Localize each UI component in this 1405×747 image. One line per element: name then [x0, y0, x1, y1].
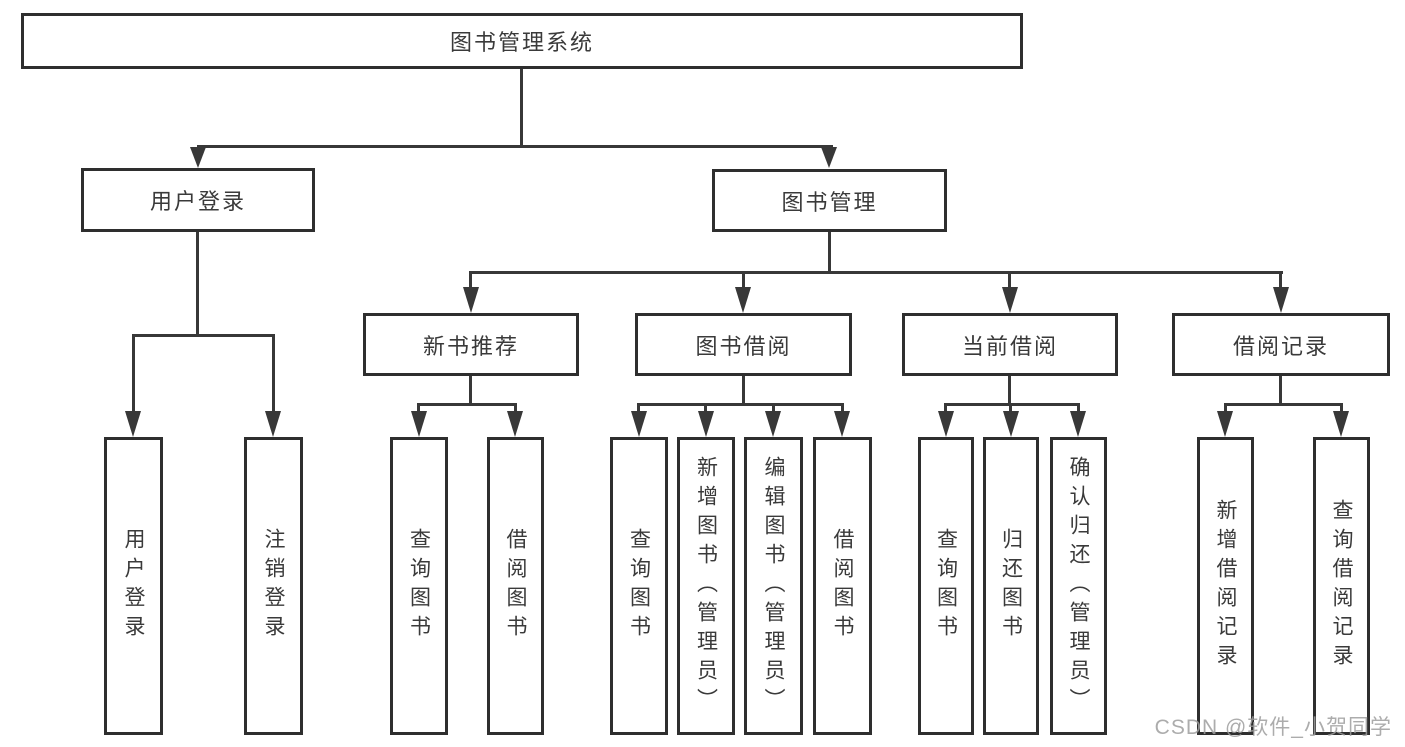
node-current-borrow: 当前借阅 — [902, 313, 1118, 376]
arrow-down-icon — [765, 411, 781, 437]
connector-segment — [1009, 405, 1012, 412]
node-book-management-label: 图书管理 — [781, 189, 878, 215]
connector-segment — [272, 336, 275, 411]
leaf-current-return-books: 归还图书 — [983, 437, 1039, 735]
arrow-down-icon — [698, 411, 714, 437]
connector-segment — [828, 232, 831, 273]
connector-segment — [520, 69, 523, 147]
node-user-login: 用户登录 — [81, 168, 315, 232]
leaf-current-query-books: 查询图书 — [918, 437, 974, 735]
connector-segment — [132, 336, 135, 411]
leaf-borrow-borrow-books-label: 借阅图书 — [831, 528, 854, 644]
leaf-records-add-record: 新增借阅记录 — [1197, 437, 1254, 735]
arrow-down-icon — [1273, 287, 1289, 313]
node-book-borrow-label: 图书借阅 — [695, 333, 792, 359]
connector-segment — [1224, 405, 1227, 412]
leaf-borrow-borrow-books: 借阅图书 — [813, 437, 872, 735]
arrow-down-icon — [1070, 411, 1086, 437]
connector-segment — [197, 145, 833, 148]
node-current-borrow-label: 当前借阅 — [961, 333, 1058, 359]
leaf-user-login-label: 用户登录 — [122, 528, 145, 644]
connector-segment — [1279, 376, 1282, 405]
leaf-user-login: 用户登录 — [104, 437, 163, 735]
leaf-recommend-borrow-books: 借阅图书 — [487, 437, 544, 735]
connector-segment — [469, 271, 1283, 274]
leaf-borrow-edit-books-admin: 编辑图书（管理员） — [744, 437, 803, 735]
csdn-watermark: CSDN @软件_小贺同学 — [1154, 716, 1392, 739]
arrow-down-icon — [265, 411, 281, 437]
arrow-down-icon — [463, 287, 479, 313]
arrow-down-icon — [631, 411, 647, 437]
node-new-book-recommend: 新书推荐 — [363, 313, 579, 376]
arrow-down-icon — [821, 147, 837, 168]
connector-segment — [704, 405, 707, 412]
connector-segment — [944, 403, 1080, 406]
arrow-down-icon — [1217, 411, 1233, 437]
arrow-down-icon — [411, 411, 427, 437]
leaf-logout: 注销登录 — [244, 437, 303, 735]
connector-segment — [772, 405, 775, 412]
connector-segment — [1077, 405, 1080, 412]
arrow-down-icon — [735, 287, 751, 313]
connector-segment — [417, 405, 420, 412]
connector-segment — [1008, 273, 1011, 287]
leaf-borrow-add-books-admin: 新增图书（管理员） — [677, 437, 735, 735]
connector-segment — [742, 273, 745, 287]
arrow-down-icon — [125, 411, 141, 437]
connector-segment — [944, 405, 947, 412]
leaf-current-confirm-return-admin-label: 确认归还（管理员） — [1067, 455, 1090, 717]
node-book-borrow: 图书借阅 — [635, 313, 852, 376]
connector-segment — [1279, 273, 1282, 287]
connector-segment — [417, 403, 517, 406]
connector-segment — [514, 405, 517, 412]
connector-segment — [637, 403, 844, 406]
connector-segment — [196, 232, 199, 336]
leaf-recommend-query-books-label: 查询图书 — [407, 528, 431, 644]
connector-segment — [469, 273, 472, 287]
connector-segment — [1224, 403, 1343, 406]
node-borrow-records: 借阅记录 — [1172, 313, 1390, 376]
leaf-current-return-books-label: 归还图书 — [999, 528, 1023, 644]
leaf-borrow-edit-books-admin-label: 编辑图书（管理员） — [762, 455, 785, 717]
node-user-login-label: 用户登录 — [149, 189, 246, 214]
arrow-down-icon — [190, 147, 206, 168]
connector-segment — [469, 376, 472, 405]
arrow-down-icon — [1333, 411, 1349, 437]
node-book-management: 图书管理 — [712, 169, 947, 232]
arrow-down-icon — [1003, 411, 1019, 437]
arrow-down-icon — [938, 411, 954, 437]
arrow-down-icon — [834, 411, 850, 437]
node-borrow-records-label: 借阅记录 — [1232, 333, 1329, 359]
connector-segment — [132, 334, 275, 337]
leaf-logout-label: 注销登录 — [262, 528, 285, 644]
leaf-recommend-borrow-books-label: 借阅图书 — [504, 528, 527, 644]
leaf-records-query-record-label: 查询借阅记录 — [1330, 499, 1353, 673]
connector-segment — [637, 405, 640, 412]
leaf-recommend-query-books: 查询图书 — [390, 437, 448, 735]
leaf-borrow-query-books: 查询图书 — [610, 437, 668, 735]
leaf-current-confirm-return-admin: 确认归还（管理员） — [1050, 437, 1107, 735]
leaf-borrow-add-books-admin-label: 新增图书（管理员） — [694, 455, 718, 717]
node-root: 图书管理系统 — [21, 13, 1023, 69]
connector-segment — [1340, 405, 1343, 412]
leaf-borrow-query-books-label: 查询图书 — [627, 528, 651, 644]
connector-segment — [1008, 376, 1011, 405]
node-new-book-recommend-label: 新书推荐 — [422, 333, 519, 359]
connector-segment — [742, 376, 745, 405]
leaf-records-add-record-label: 新增借阅记录 — [1214, 499, 1237, 673]
arrow-down-icon — [1002, 287, 1018, 313]
leaf-current-query-books-label: 查询图书 — [934, 528, 958, 644]
connector-segment — [841, 405, 844, 412]
arrow-down-icon — [507, 411, 523, 437]
leaf-records-query-record: 查询借阅记录 — [1313, 437, 1370, 735]
node-root-label: 图书管理系统 — [449, 30, 594, 55]
